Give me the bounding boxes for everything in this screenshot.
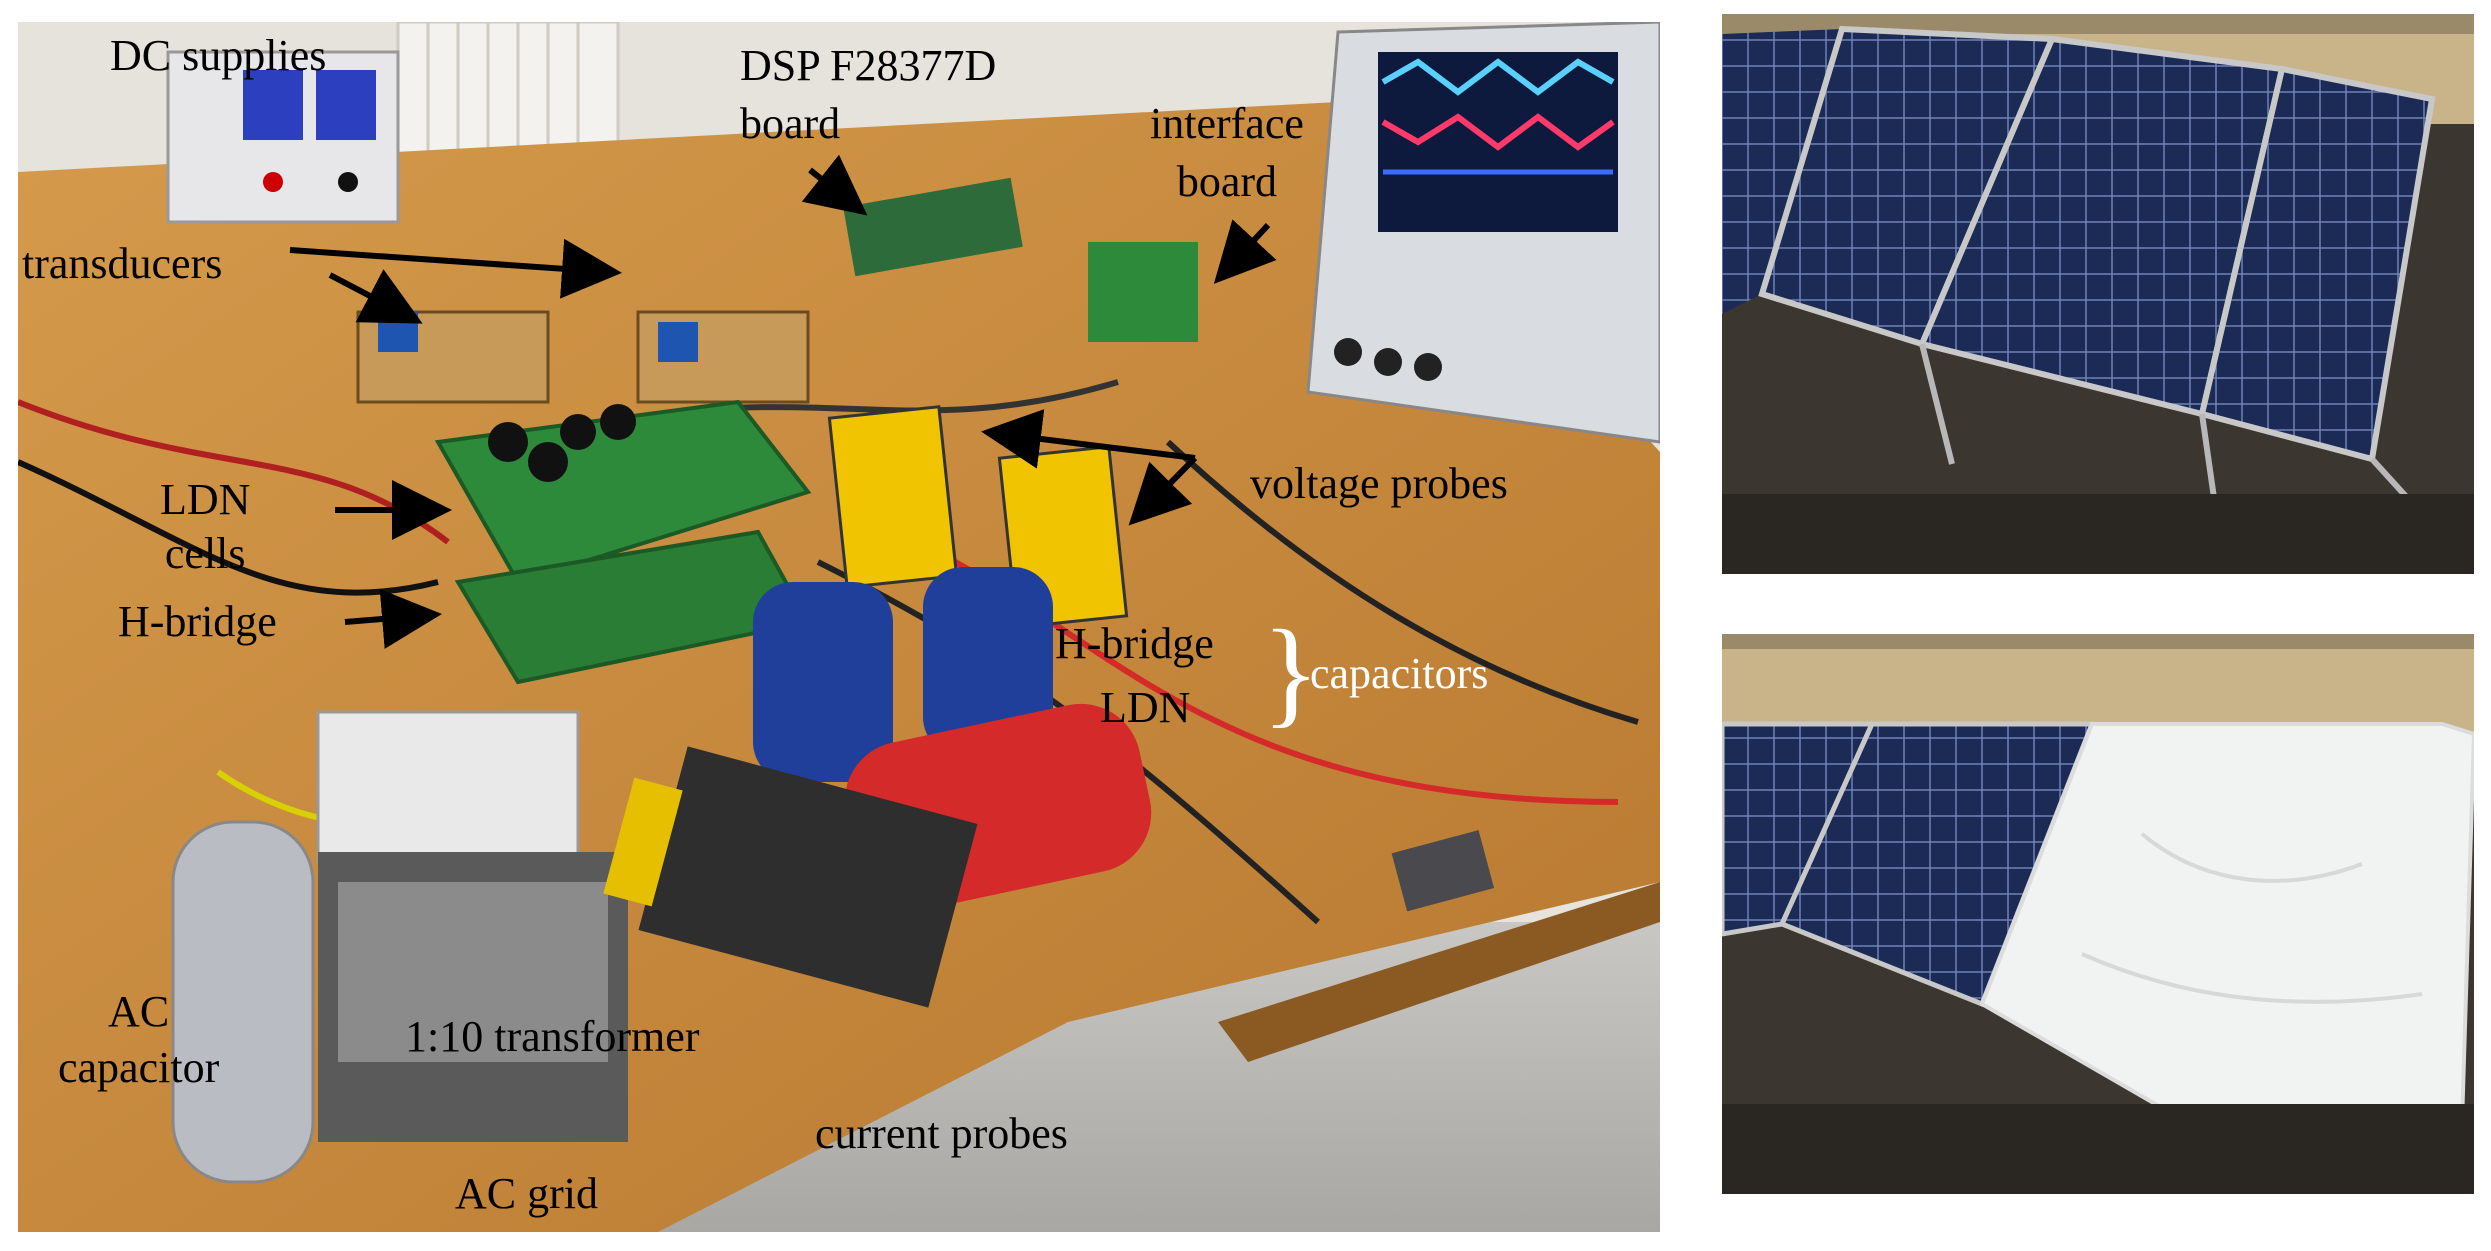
label-capacitor-ldn: LDN [1100, 683, 1191, 732]
label-transformer: 1:10 transformer [405, 1012, 700, 1061]
pv-panels-shaded-photo [1722, 634, 2474, 1194]
label-dsp-line2: board [740, 99, 841, 148]
radiator [396, 22, 620, 164]
label-dsp-board: DSP F28377D board [740, 44, 996, 146]
capacitors-brace: } [1262, 605, 1320, 738]
label-capacitor-hbridge: H-bridge [1055, 619, 1214, 668]
label-dsp-line1: DSP F28377D [740, 41, 997, 90]
oscilloscope [1306, 22, 1660, 444]
label-ldn-line1: LDN [160, 475, 251, 524]
ac-capacitor [171, 820, 315, 1184]
label-ac-cap-line2: capacitor [58, 1043, 220, 1092]
dsp-board [843, 177, 1023, 277]
dc-supplies [166, 50, 400, 224]
label-interface-board: interface board [1150, 102, 1304, 204]
differential-probe-1 [827, 405, 959, 589]
label-interface-line2: board [1176, 157, 1278, 206]
label-transducers: transducers [22, 239, 223, 288]
ldn-hbridge-pcb-stack [434, 399, 812, 685]
label-ac-capacitor: AC capacitor [58, 990, 219, 1090]
pv-panels-unshaded-photo [1722, 14, 2474, 574]
lab-setup-photo [18, 22, 1660, 1232]
label-hbridge: H-bridge [118, 597, 277, 646]
hbridge-capacitor-2 [923, 567, 1053, 757]
clamp-meter [638, 746, 978, 1008]
hbridge-capacitor-1 [753, 582, 893, 782]
label-ldn-cells: LDN cells [160, 478, 250, 576]
label-ac-cap-line1: AC [108, 987, 170, 1036]
circuit-breaker [316, 710, 580, 864]
label-voltage-probes: voltage probes [1250, 459, 1508, 508]
label-current-probes: current probes [815, 1109, 1068, 1158]
label-dc-supplies: DC supplies [110, 31, 327, 80]
interface-board [1088, 242, 1198, 342]
label-ac-grid: AC grid [455, 1169, 598, 1218]
label-ldn-line2: cells [164, 529, 246, 578]
label-capacitors: capacitors [1310, 649, 1489, 698]
label-interface-line1: interface [1150, 99, 1304, 148]
